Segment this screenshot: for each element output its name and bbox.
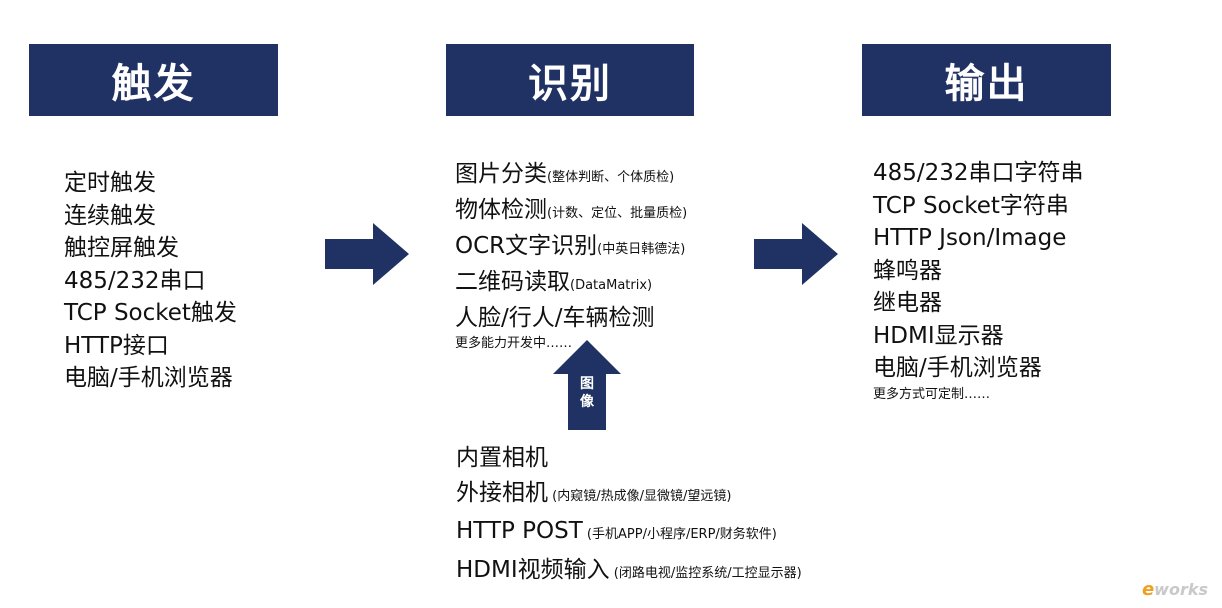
recognition-item-note: (整体判断、个体质检) bbox=[547, 170, 675, 185]
image-arrow-char: 像 bbox=[580, 394, 594, 410]
recognition-item-label: 人脸/行人/车辆检测 bbox=[455, 305, 655, 331]
trigger-list: 定时触发 连续触发 触控屏触发 485/232串口 TCP Socket触发 H… bbox=[64, 167, 237, 395]
output-item: TCP Socket字符串 bbox=[873, 192, 1069, 219]
output-more-text: 更多方式可定制…… bbox=[873, 386, 991, 402]
image-source-label: 外接相机 bbox=[456, 479, 548, 506]
image-source-item: HTTP POST (手机APP/小程序/ERP/财务软件) bbox=[456, 514, 802, 553]
up-arrow-icon bbox=[553, 340, 621, 430]
trigger-item: 电脑/手机浏览器 bbox=[64, 365, 233, 391]
trigger-item: HTTP接口 bbox=[64, 332, 169, 359]
image-arrow-label: 图 像 bbox=[577, 375, 597, 411]
trigger-item: 连续触发 bbox=[64, 202, 156, 229]
header-output: 输出 bbox=[862, 44, 1111, 116]
trigger-item: TCP Socket触发 bbox=[64, 300, 237, 326]
image-source-item: 外接相机 (内窥镜/热成像/显微镜/望远镜) bbox=[456, 476, 802, 515]
recognition-item-label: 物体检测 bbox=[455, 197, 547, 223]
header-recognition: 识别 bbox=[446, 44, 694, 116]
recognition-item: 图片分类(整体判断、个体质检) bbox=[455, 158, 687, 194]
image-source-item: 内置相机 bbox=[456, 441, 802, 476]
image-source-label: HTTP POST bbox=[456, 518, 583, 544]
recognition-item: 人脸/行人/车辆检测 bbox=[455, 302, 687, 334]
output-item: 继电器 bbox=[873, 290, 942, 316]
header-trigger: 触发 bbox=[29, 44, 278, 116]
output-item: HDMI显示器 bbox=[873, 322, 1004, 349]
output-list: 485/232串口字符串 TCP Socket字符串 HTTP Json/Ima… bbox=[873, 157, 1084, 405]
output-item: 电脑/手机浏览器 bbox=[873, 355, 1042, 381]
right-arrow-icon bbox=[754, 223, 838, 285]
trigger-item: 定时触发 bbox=[64, 170, 156, 196]
recognition-item-label: 图片分类 bbox=[455, 161, 547, 187]
image-source-note: (闭路电视/监控系统/工控显示器) bbox=[609, 565, 802, 581]
output-item: 蜂鸣器 bbox=[873, 257, 942, 284]
recognition-item-label: OCR文字识别 bbox=[455, 233, 598, 259]
output-item: HTTP Json/Image bbox=[873, 225, 1067, 251]
image-source-note: (手机APP/小程序/ERP/财务软件) bbox=[582, 527, 777, 542]
eworks-watermark-logo: eworks bbox=[1141, 579, 1208, 600]
recognition-item: OCR文字识别(中英日韩德法) bbox=[455, 230, 687, 266]
recognition-item-note: (DataMatrix) bbox=[570, 278, 653, 293]
recognition-item-note: (计数、定位、批量质检) bbox=[547, 206, 688, 221]
recognition-item: 二维码读取(DataMatrix) bbox=[455, 266, 687, 302]
image-source-item: HDMI视频输入 (闭路电视/监控系统/工控显示器) bbox=[456, 553, 802, 592]
trigger-item: 触控屏触发 bbox=[64, 235, 179, 261]
right-arrow-icon bbox=[325, 223, 409, 285]
trigger-item: 485/232串口 bbox=[64, 267, 206, 294]
image-source-label: HDMI视频输入 bbox=[456, 556, 610, 583]
recognition-more-text: 更多能力开发中…… bbox=[455, 336, 573, 351]
output-item: 485/232串口字符串 bbox=[873, 160, 1084, 186]
recognition-list: 图片分类(整体判断、个体质检) 物体检测(计数、定位、批量质检) OCR文字识别… bbox=[455, 158, 687, 354]
image-source-list: 内置相机 外接相机 (内窥镜/热成像/显微镜/望远镜) HTTP POST (手… bbox=[456, 441, 802, 591]
recognition-item: 物体检测(计数、定位、批量质检) bbox=[455, 194, 687, 230]
image-source-label: 内置相机 bbox=[456, 445, 548, 471]
image-source-note: (内窥镜/热成像/显微镜/望远镜) bbox=[548, 488, 732, 504]
recognition-item-label: 二维码读取 bbox=[455, 269, 570, 295]
image-arrow-char: 图 bbox=[580, 376, 594, 392]
recognition-item-note: (中英日韩德法) bbox=[597, 242, 686, 257]
